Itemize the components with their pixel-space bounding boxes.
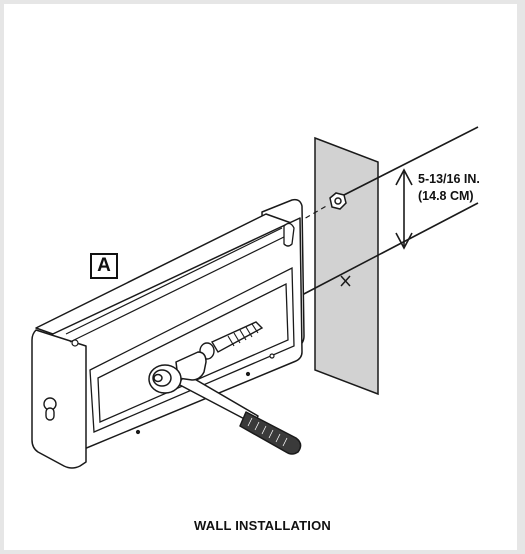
figure-caption: WALL INSTALLATION xyxy=(194,518,331,533)
lower-reference-line xyxy=(299,202,479,297)
box-top-slots xyxy=(65,227,287,343)
ratchet-wrench xyxy=(148,351,302,455)
corner-holes xyxy=(71,339,275,435)
drill-mark xyxy=(340,275,351,287)
callout-label-a: A xyxy=(90,253,118,279)
flange-keyhole xyxy=(283,222,295,247)
dimension-arrow xyxy=(395,168,413,250)
wall-anchor xyxy=(329,192,347,210)
wall-panel xyxy=(314,136,379,396)
keyhole-slot xyxy=(43,397,57,421)
upper-reference-line xyxy=(337,126,479,199)
dimension-imperial: 5-13/16 IN. xyxy=(418,172,480,186)
dimension-metric: (14.8 CM) xyxy=(418,189,474,203)
box-opening xyxy=(89,266,295,433)
